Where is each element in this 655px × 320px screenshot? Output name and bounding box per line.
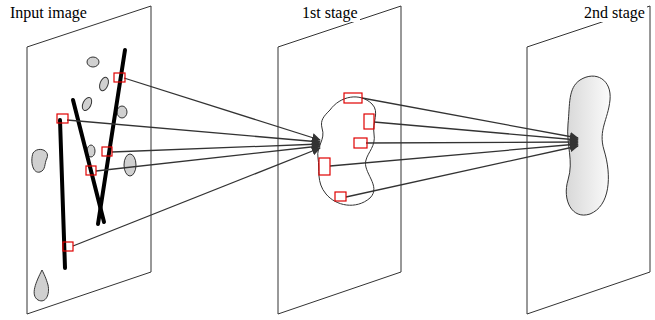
- stage2-blob: [566, 76, 610, 215]
- stage1-arrows: [330, 98, 578, 197]
- stage-label: Input image: [8, 4, 89, 22]
- stage-label: 1st stage: [300, 4, 360, 22]
- input-plane: [27, 6, 151, 314]
- stage1-plane: [278, 6, 401, 314]
- stage1-contour: [318, 97, 376, 205]
- thick-lines: [60, 50, 125, 268]
- grey-blobs: [32, 57, 136, 301]
- input-arrows: [67, 78, 320, 246]
- stage2-plane: [527, 6, 650, 314]
- stage-label: 2nd stage: [582, 4, 647, 22]
- red-squares: [57, 73, 374, 251]
